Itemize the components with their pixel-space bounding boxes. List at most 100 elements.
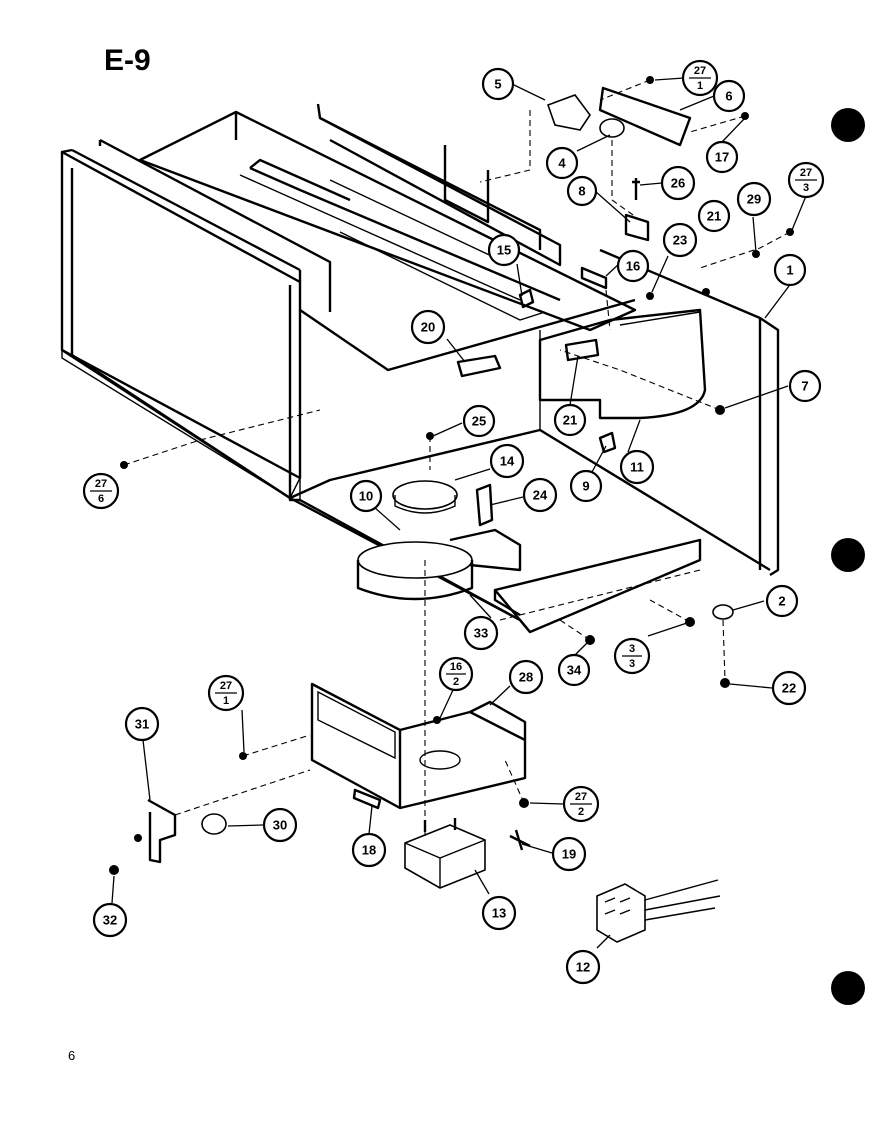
callout-c16-2: 162	[438, 656, 474, 692]
callout-label: 10	[359, 489, 373, 504]
callout-c23: 23	[662, 222, 698, 258]
callout-label: 21	[563, 413, 577, 428]
callout-denominator: 2	[578, 806, 584, 818]
right-side-wall	[599, 248, 762, 570]
callout-c13: 13	[481, 895, 517, 931]
callout-c11: 11	[619, 449, 655, 485]
callout-c27-3: 273	[787, 161, 825, 199]
callout-c31: 31	[124, 706, 160, 742]
callout-c19: 19	[551, 836, 587, 872]
callout-c12: 12	[565, 949, 601, 985]
callout-c24: 24	[522, 477, 558, 513]
fan-shroud	[356, 560, 474, 601]
callout-label: 29	[747, 192, 761, 207]
callout-numerator: 27	[95, 478, 107, 490]
callout-label: 22	[782, 681, 796, 696]
binder-hole-middle	[831, 538, 865, 572]
callout-label: 30	[273, 818, 287, 833]
callout-c16: 16	[616, 249, 650, 283]
switch-part-5	[546, 94, 591, 131]
callout-label: 1	[786, 263, 793, 278]
callout-denominator: 3	[629, 658, 635, 670]
bracket-part-21	[564, 338, 600, 362]
callout-c4: 4	[545, 146, 579, 180]
callout-label: 28	[519, 670, 533, 685]
callout-c18: 18	[351, 832, 387, 868]
binder-hole-top	[831, 108, 865, 142]
callout-denominator: 1	[697, 80, 703, 92]
side-bracket	[147, 798, 177, 864]
callout-c33: 33	[463, 615, 499, 651]
bracket-part-16	[580, 266, 608, 290]
callout-c5: 5	[481, 67, 515, 101]
cabinet-assembly	[60, 76, 794, 943]
callout-numerator: 27	[694, 65, 706, 77]
callout-numerator: 16	[450, 661, 462, 673]
callout-c29: 29	[736, 181, 772, 217]
callout-label: 6	[725, 89, 732, 104]
figure-title: E-9	[104, 44, 151, 77]
callout-label: 18	[362, 843, 376, 858]
callout-c9: 9	[569, 469, 603, 503]
callout-label: 21	[707, 209, 721, 224]
callout-label: 32	[103, 913, 117, 928]
fan-shroud-top	[357, 541, 473, 579]
callout-c15: 15	[487, 233, 521, 267]
callout-label: 7	[801, 379, 808, 394]
lamp-socket-4	[599, 118, 625, 138]
air-duct	[538, 308, 707, 420]
callout-c6: 6	[712, 79, 746, 113]
callout-label: 23	[673, 233, 687, 248]
bottom-rail	[493, 538, 702, 634]
callout-c21-mid: 21	[553, 403, 587, 437]
callout-c28: 28	[508, 659, 544, 695]
callout-c30: 30	[262, 807, 298, 843]
callout-c26: 26	[660, 165, 696, 201]
callout-c25: 25	[462, 404, 496, 438]
callout-label: 13	[492, 906, 506, 921]
callout-denominator: 2	[453, 676, 459, 688]
callout-c1: 1	[773, 253, 807, 287]
callout-c8: 8	[566, 175, 598, 207]
hardware-26	[632, 178, 640, 200]
callout-label: 15	[497, 243, 511, 258]
callout-c22: 22	[771, 670, 807, 706]
callout-label: 17	[715, 150, 729, 165]
callout-numerator: 27	[800, 167, 812, 179]
callout-c27-2: 272	[562, 785, 600, 823]
fan-blade	[392, 480, 458, 510]
binder-holes	[831, 108, 865, 1005]
callout-c32: 32	[92, 902, 128, 938]
callout-label: 31	[135, 717, 149, 732]
callout-label: 16	[626, 259, 640, 274]
callout-label: 25	[472, 414, 486, 429]
callout-label: 34	[567, 663, 582, 678]
callout-c17: 17	[705, 140, 739, 174]
callout-denominator: 6	[98, 493, 104, 505]
hardware-15	[518, 288, 535, 309]
callout-label: 19	[562, 847, 576, 862]
callout-label: 11	[630, 460, 644, 475]
callout-label: 2	[778, 594, 785, 609]
callout-label: 24	[533, 488, 548, 503]
bracket-part-6	[598, 86, 692, 147]
callout-c3-3: 33	[613, 637, 651, 675]
hardware-18	[352, 788, 382, 810]
switch-part-8	[624, 213, 650, 242]
callout-label: 8	[578, 184, 585, 199]
page-number: 6	[68, 1048, 75, 1063]
callout-label: 5	[494, 77, 501, 92]
flange-rail	[98, 138, 332, 312]
hardware-24	[475, 483, 494, 527]
callout-c27-1-top: 271	[681, 59, 719, 97]
binder-hole-bottom	[831, 971, 865, 1005]
callout-c27-1-low: 271	[207, 674, 245, 712]
callout-c34: 34	[557, 653, 591, 687]
callout-label: 26	[671, 176, 685, 191]
callout-label: 14	[500, 454, 515, 469]
front-flange	[60, 150, 302, 480]
callout-label: 9	[582, 479, 589, 494]
callout-c7: 7	[788, 369, 822, 403]
callout-label: 20	[421, 320, 435, 335]
